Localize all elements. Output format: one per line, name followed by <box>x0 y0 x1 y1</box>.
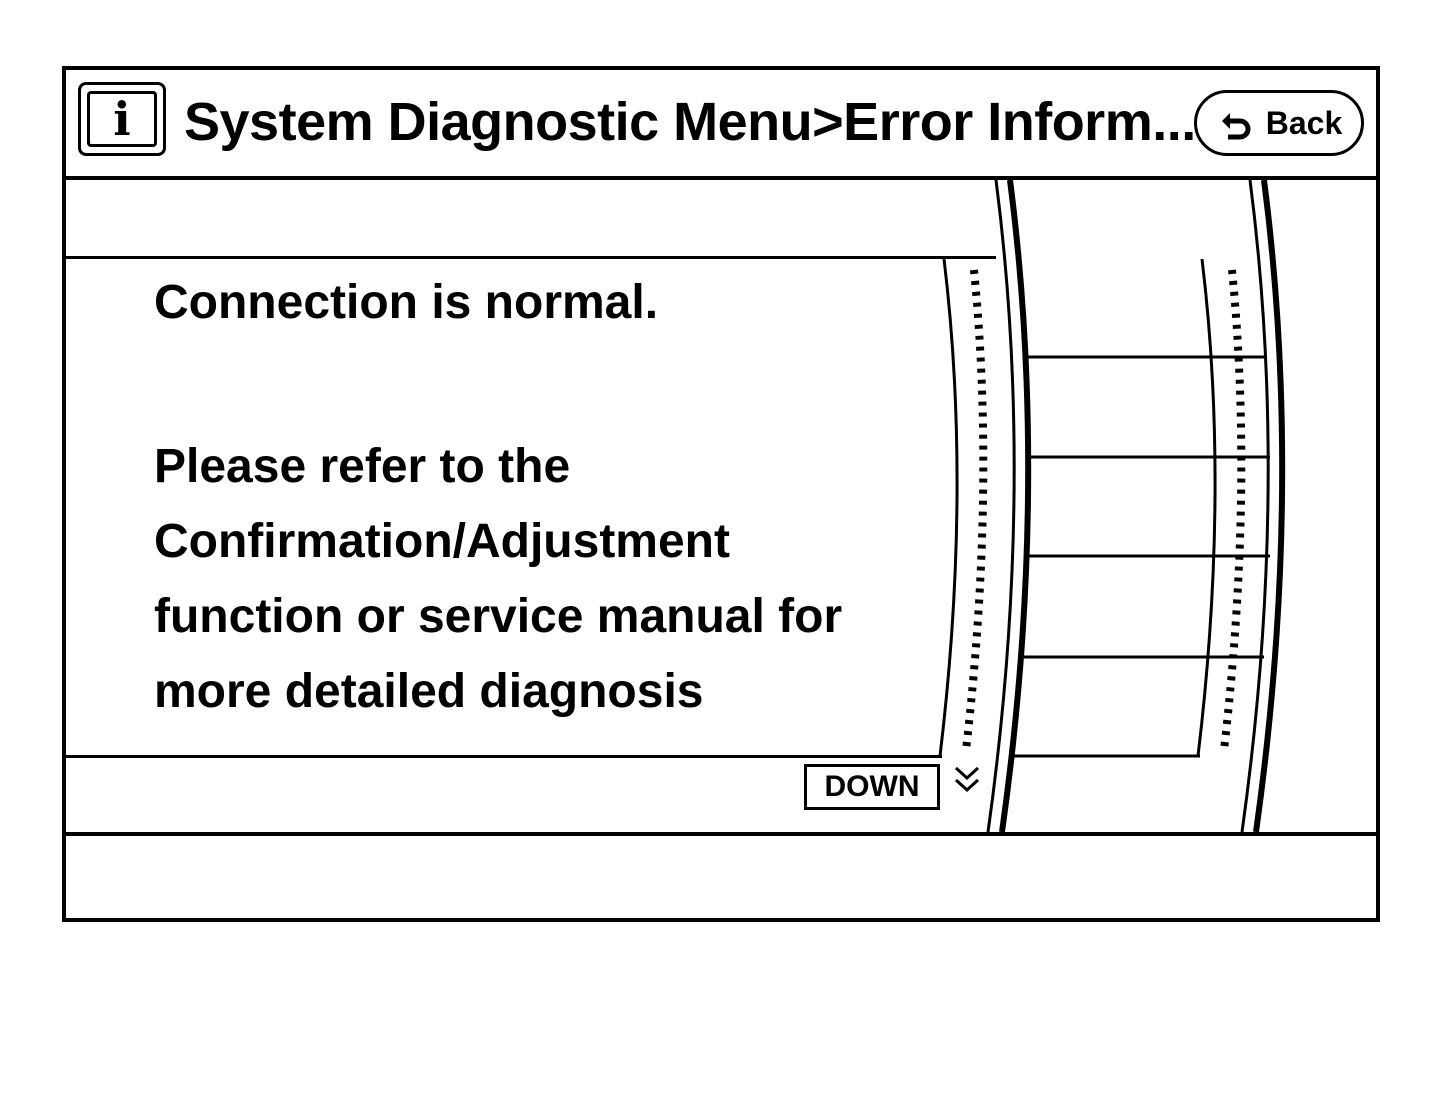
empty-row <box>66 180 996 259</box>
diagnostic-screen: i System Diagnostic Menu>Error Inform...… <box>62 66 1380 922</box>
message-line: function or service manual for <box>154 590 843 643</box>
message-line: more detailed diagnosis <box>154 665 704 718</box>
message-panel: Connection is normal. Please refer to th… <box>66 259 942 758</box>
scroll-down-button[interactable]: DOWN <box>804 764 940 810</box>
back-button[interactable]: Back <box>1194 90 1364 156</box>
message-line: Confirmation/Adjustment <box>154 515 730 568</box>
return-arrow-icon <box>1221 113 1251 140</box>
message-line: Connection is normal. <box>154 276 659 329</box>
back-label: Back <box>1265 104 1343 141</box>
title-bar: i System Diagnostic Menu>Error Inform...… <box>66 70 1376 180</box>
page-title: System Diagnostic Menu>Error Inform... <box>184 92 1196 152</box>
info-icon: i <box>87 91 157 147</box>
footer-divider <box>66 832 1376 836</box>
message-line: Please refer to the <box>154 440 571 493</box>
double-chevron-down-icon[interactable] <box>952 764 982 800</box>
info-button[interactable]: i <box>78 82 166 156</box>
